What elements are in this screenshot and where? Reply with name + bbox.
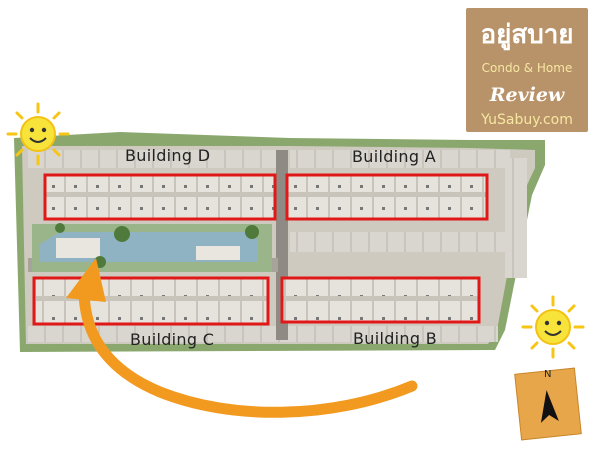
building-c-footprint <box>36 279 268 323</box>
building-a-highlight <box>285 173 489 221</box>
sun-path-arrow <box>78 286 418 418</box>
building-b-label: Building B <box>353 329 437 348</box>
sun-icon <box>521 295 585 359</box>
building-d-label: Building D <box>125 146 211 165</box>
sun-path-arrowhead <box>66 258 106 302</box>
logo-subtitle: Condo & Home <box>481 61 573 75</box>
building-a-label: Building A <box>352 147 436 166</box>
logo-review: Review <box>489 84 565 106</box>
sun-icon <box>6 102 70 166</box>
building-c-highlight <box>32 276 270 326</box>
compass-north-label: N <box>544 369 552 380</box>
building-a-footprint <box>288 176 486 218</box>
compass-icon <box>514 367 582 441</box>
building-d-highlight <box>43 173 277 221</box>
logo-thai-text: อยู่สบาย <box>480 20 574 50</box>
building-d-footprint <box>46 176 274 218</box>
building-b-highlight <box>280 276 481 324</box>
building-b-footprint <box>283 279 478 321</box>
building-c-label: Building C <box>130 330 215 349</box>
yusabuy-logo: อยู่สบาย Condo & Home Review YuSabuy.com <box>466 8 588 132</box>
logo-url: YuSabuy.com <box>481 112 573 128</box>
pool-garden <box>32 223 272 272</box>
